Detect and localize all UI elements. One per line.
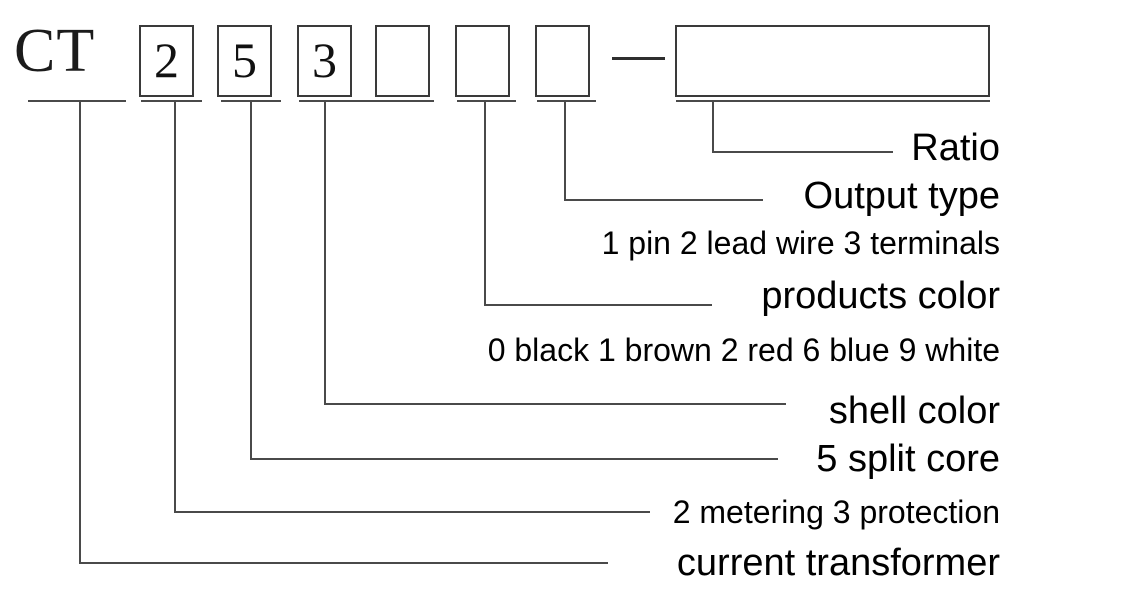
label-products-color: products color — [761, 275, 1000, 317]
label-current-transformer: current transformer — [676, 542, 1000, 584]
part-number-code-row: CT 2 5 3 — [0, 0, 1134, 100]
label-split-core: 5 split core — [816, 438, 1000, 480]
leader-split-core — [249, 101, 778, 461]
part-prefix-ct: CT — [14, 17, 96, 85]
leader-ratio — [711, 101, 893, 154]
code-box-3[interactable]: 3 — [297, 25, 352, 97]
code-box-4[interactable] — [375, 25, 430, 97]
label-shell-color: shell color — [828, 390, 1000, 432]
code-box-ratio[interactable] — [675, 25, 990, 97]
separator-dash — [612, 57, 665, 60]
label-type-note: 2 metering 3 protection — [672, 494, 1000, 530]
leader-products-color — [483, 101, 712, 307]
label-output-type-note: 1 pin 2 lead wire 3 terminals — [601, 225, 1000, 261]
code-box-6[interactable] — [535, 25, 590, 97]
code-box-2[interactable]: 5 — [217, 25, 272, 97]
label-ratio: Ratio — [911, 127, 1000, 169]
label-products-color-note: 0 black 1 brown 2 red 6 blue 9 white — [487, 332, 1000, 368]
leader-output-type — [563, 101, 763, 202]
code-box-1[interactable]: 2 — [139, 25, 194, 97]
code-box-5[interactable] — [455, 25, 510, 97]
label-output-type: Output type — [803, 175, 1000, 217]
leader-type-note — [173, 101, 650, 514]
